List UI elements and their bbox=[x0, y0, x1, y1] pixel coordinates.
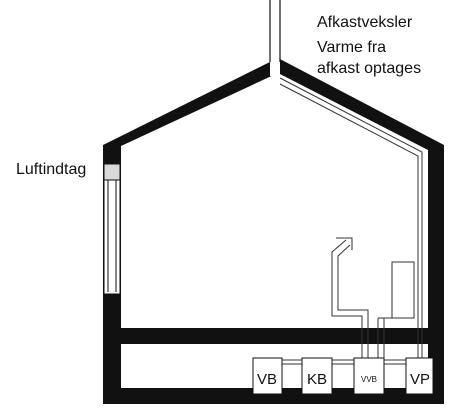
svg-text:KB: KB bbox=[307, 371, 327, 388]
label-heat-recovery-line2: afkast optages bbox=[317, 60, 421, 77]
roof-gap bbox=[270, 56, 280, 76]
outlet-arrow-icon bbox=[336, 237, 353, 250]
unit-vp: VP bbox=[405, 357, 434, 395]
air-intake-grille bbox=[103, 163, 121, 181]
radiator-pipes bbox=[377, 317, 392, 360]
heat-recovery-pipe bbox=[279, 77, 423, 360]
unit-connection-pipes bbox=[282, 359, 406, 365]
label-heat-recovery-line1: Varme fra bbox=[317, 39, 386, 56]
unit-vvb: VVB bbox=[353, 357, 385, 395]
ventilation-outlet bbox=[331, 239, 369, 360]
exhaust-duct bbox=[269, 0, 281, 62]
radiator bbox=[391, 261, 415, 319]
label-exhaust-exchanger: Afkastveksler bbox=[317, 14, 413, 31]
svg-text:VVB: VVB bbox=[361, 375, 377, 384]
label-air-intake: Luftindtag bbox=[16, 161, 86, 178]
floor-slab bbox=[121, 328, 428, 344]
air-intake-window bbox=[103, 163, 121, 295]
svg-text:VP: VP bbox=[410, 371, 430, 388]
unit-kb: KB bbox=[301, 357, 333, 395]
unit-vb: VB bbox=[252, 357, 283, 395]
svg-text:VB: VB bbox=[257, 371, 277, 388]
